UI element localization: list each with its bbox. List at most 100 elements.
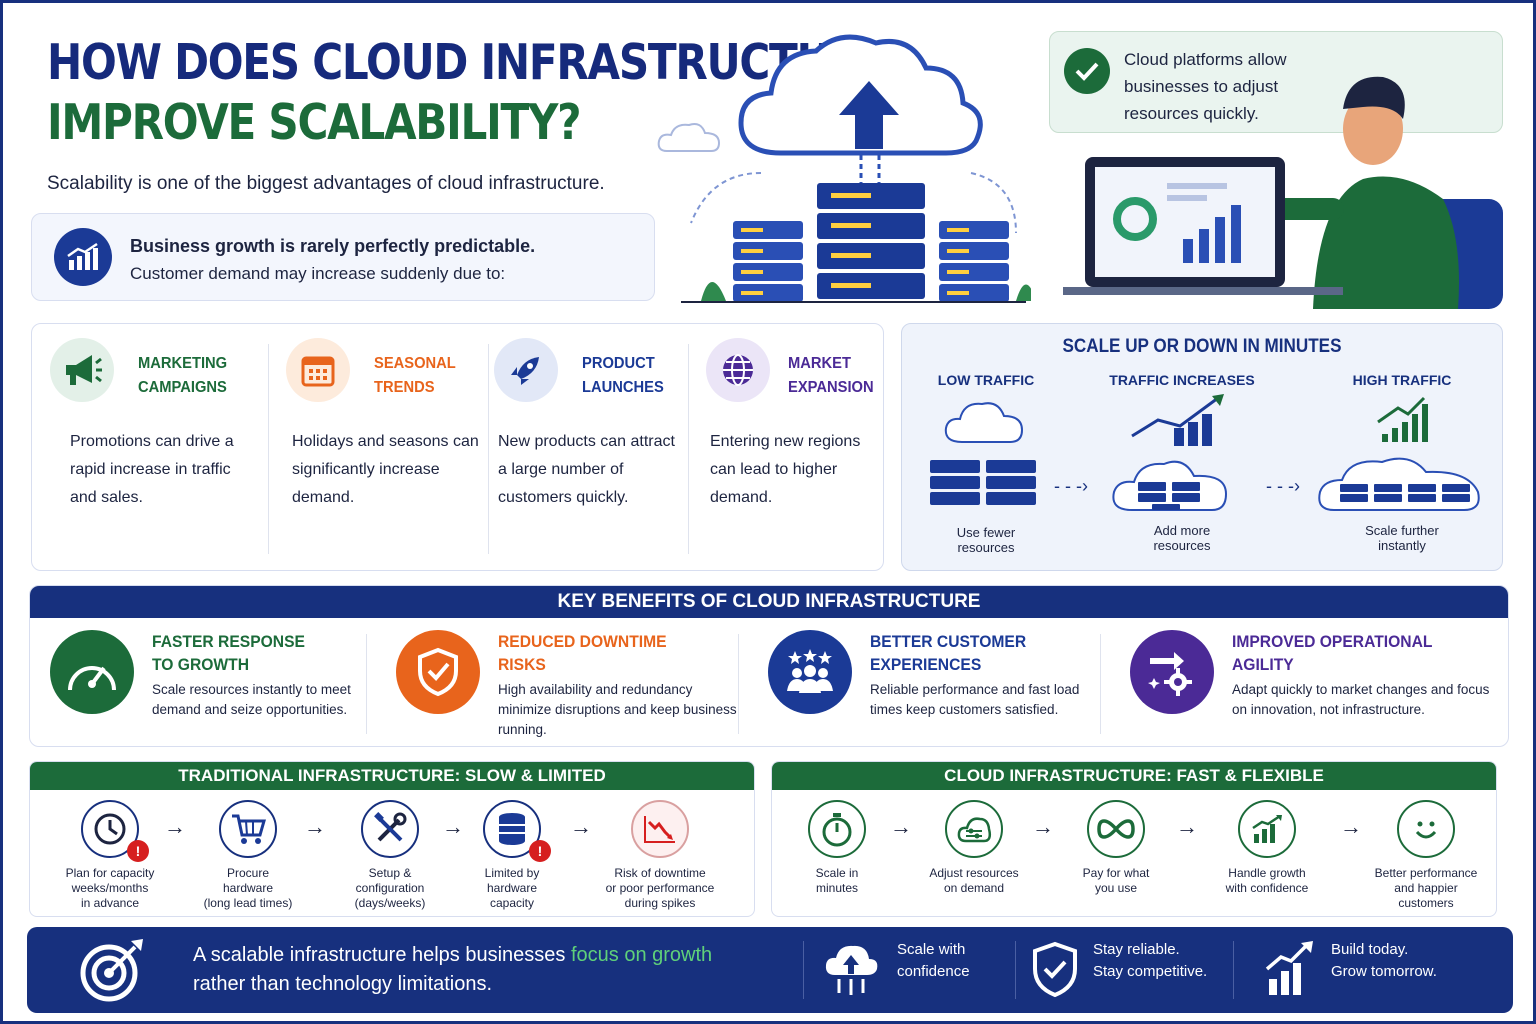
cloud-panel: CLOUD INFRASTRUCTURE: FAST & FLEXIBLE Sc… <box>771 761 1497 917</box>
platform-note: Cloud platforms allow businesses to adju… <box>1049 31 1503 133</box>
benefit-desc: Adapt quickly to market changes and focu… <box>1232 682 1490 717</box>
footer-text: A scalable infrastructure helps business… <box>193 944 571 966</box>
cloud-servers-icon <box>930 402 1036 505</box>
step-label: Procure hardware (long lead times) <box>203 866 293 910</box>
infinity-icon <box>1087 800 1145 858</box>
traditional-step: ! Plan for capacity weeks/months in adva… <box>48 800 172 911</box>
driver-title: MARKET EXPANSION <box>788 355 874 396</box>
arrow-right-icon: → <box>1176 814 1198 839</box>
stage-low-traffic: LOW TRAFFIC Use fewer resources <box>922 372 1050 555</box>
server-rack-center <box>817 183 925 299</box>
benefit-title: BETTER CUSTOMER EXPERIENCES <box>870 632 1027 674</box>
benefits-panel: KEY BENEFITS OF CLOUD INFRASTRUCTURE FAS… <box>29 585 1509 747</box>
stage-traffic-increases: TRAFFIC INCREASES Add more resources <box>1102 372 1262 553</box>
traditional-step: Procure hardware (long lead times) <box>186 800 310 911</box>
stopwatch-icon <box>808 800 866 858</box>
arrow-right-icon: → <box>164 814 186 839</box>
stage-head: TRAFFIC INCREASES <box>1109 372 1255 388</box>
driver-title: MARKETING CAMPAIGNS <box>138 355 228 396</box>
growth-line-2: Customer demand may increase suddenly du… <box>130 264 506 283</box>
cloud-step: Better performance and happier customers <box>1360 800 1492 911</box>
benefit-reduced-downtime: REDUCED DOWNTIME RISKS High availability… <box>376 618 740 746</box>
chart-down-icon <box>631 800 689 858</box>
benefit-desc: Reliable performance and fast load times… <box>870 682 1080 717</box>
server-rack-right <box>939 221 1009 302</box>
benefits-title: KEY BENEFITS OF CLOUD INFRASTRUCTURE <box>30 586 1508 618</box>
stage-high-traffic: HIGH TRAFFIC Scale further instantly <box>1314 372 1490 553</box>
step-label: Pay for what you use <box>1082 866 1150 895</box>
cloud-servers-illustration <box>681 34 1031 303</box>
title-line-1: HOW DOES CLOUD INFRASTRUCTURE <box>47 34 889 91</box>
growth-box: Business growth is rarely perfectly pred… <box>31 213 655 301</box>
subtitle: Scalability is one of the biggest advant… <box>47 173 605 194</box>
traditional-panel: TRADITIONAL INFRASTRUCTURE: SLOW & LIMIT… <box>29 761 755 917</box>
alert-icon: ! <box>529 840 551 862</box>
growth-chart-icon <box>1263 941 1315 1002</box>
cloud-sliders-icon <box>945 800 1003 858</box>
arrow-right-icon: → <box>304 814 326 839</box>
step-label: Limited by hardware capacity <box>484 866 540 910</box>
growth-cloud-icon <box>1318 396 1480 511</box>
plant-icon <box>701 282 726 301</box>
arrow-up-icon <box>839 81 899 149</box>
growth-chart-icon <box>1238 800 1296 858</box>
step-label: Better performance and happier customers <box>1374 866 1478 910</box>
driver-title: SEASONAL TRENDS <box>374 355 456 396</box>
step-label: Plan for capacity weeks/months in advanc… <box>65 866 155 910</box>
shield-check-icon <box>1031 941 1079 1004</box>
driver-title: PRODUCT LAUNCHES <box>582 355 664 396</box>
growth-line-1: Business growth is rarely perfectly pred… <box>130 236 536 256</box>
benefit-title: FASTER RESPONSE TO GROWTH <box>152 632 305 674</box>
footer-banner: A scalable infrastructure helps business… <box>27 927 1513 1013</box>
traditional-step: ! Limited by hardware capacity <box>450 800 574 911</box>
benefit-title: REDUCED DOWNTIME RISKS <box>498 632 667 674</box>
target-icon <box>79 937 145 1003</box>
traditional-step: Risk of downtime or poor performance dur… <box>590 800 730 911</box>
check-icon <box>1064 48 1110 94</box>
demand-drivers-panel: MARKETING CAMPAIGNS Promotions can drive… <box>31 323 884 571</box>
footer-highlight: focus on growth <box>570 944 713 966</box>
arrow-right-icon: → <box>1032 814 1054 839</box>
customers-stars-icon <box>768 630 852 714</box>
benefit-customer-experiences: BETTER CUSTOMER EXPERIENCES Reliable per… <box>748 618 1104 746</box>
step-label: Adjust resources on demand <box>929 866 1019 895</box>
driver-desc: Holidays and seasons can significantly i… <box>292 433 479 506</box>
plant-icon <box>1016 284 1031 301</box>
scale-panel: SCALE UP OR DOWN IN MINUTES LOW TRAFFIC … <box>901 323 1503 571</box>
alert-icon: ! <box>127 840 149 862</box>
speedometer-icon <box>50 630 134 714</box>
growth-cloud-icon <box>1112 394 1228 511</box>
driver-desc: Promotions can drive a rapid increase in… <box>70 433 234 506</box>
stage-head: LOW TRAFFIC <box>937 372 1035 388</box>
person-head <box>1343 93 1403 165</box>
driver-desc: New products can attract a large number … <box>498 433 675 506</box>
arrow-right-icon: - - -› <box>1054 476 1088 496</box>
driver-marketing-campaigns: MARKETING CAMPAIGNS Promotions can drive… <box>32 324 268 572</box>
platform-note-text: Cloud platforms allow businesses to adju… <box>1124 50 1287 123</box>
benefit-title: IMPROVED OPERATIONAL AGILITY <box>1232 632 1433 674</box>
stage-caption: Add more resources <box>1153 523 1211 553</box>
clock-icon: ! <box>81 800 149 862</box>
driver-seasonal-trends: SEASONAL TRENDS Holidays and seasons can… <box>268 324 488 572</box>
stage-head: HIGH TRAFFIC <box>1352 372 1452 388</box>
server-rack-left <box>733 221 803 302</box>
shield-check-icon <box>396 630 480 714</box>
step-label: Scale in minutes <box>815 866 859 895</box>
step-label: Setup & configuration (days/weeks) <box>354 866 426 910</box>
person-body <box>1313 176 1459 309</box>
calendar-icon <box>286 338 350 402</box>
traditional-step: Setup & configuration (days/weeks) <box>328 800 452 911</box>
driver-desc: Entering new regions can lead to higher … <box>710 433 861 506</box>
benefit-desc: Scale resources instantly to meet demand… <box>152 682 351 717</box>
benefit-operational-agility: IMPROVED OPERATIONAL AGILITY Adapt quick… <box>1110 618 1508 746</box>
footer-item-text: Scale with confidence <box>897 941 970 980</box>
driver-product-launches: PRODUCT LAUNCHES New products can attrac… <box>476 324 688 572</box>
tools-icon <box>361 800 419 858</box>
cloud-step: Pay for what you use <box>1056 800 1176 896</box>
growth-chart-icon <box>54 228 112 286</box>
stage-caption: Scale further instantly <box>1365 523 1439 553</box>
arrow-right-icon: - - -› <box>1266 476 1300 496</box>
megaphone-icon <box>50 338 114 402</box>
cloud-title: CLOUD INFRASTRUCTURE: FAST & FLEXIBLE <box>772 762 1496 790</box>
benefit-faster-response: FASTER RESPONSE TO GROWTH Scale resource… <box>30 618 370 746</box>
